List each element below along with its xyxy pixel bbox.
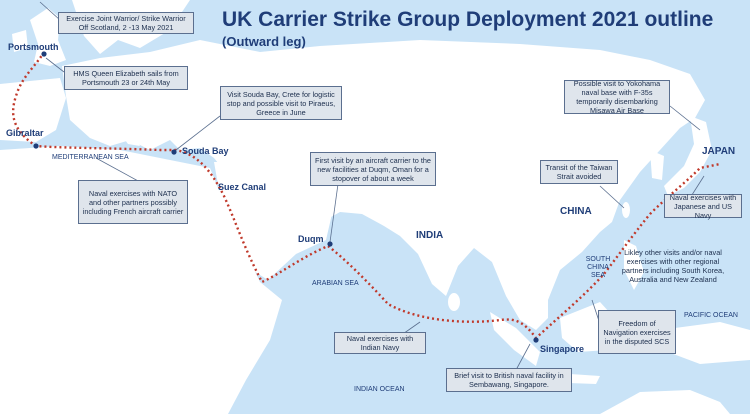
callout-other-visits: Likley other visits and/or naval exercis…: [621, 248, 725, 284]
land-italy: [104, 102, 140, 146]
dot-portsmouth: [41, 51, 47, 57]
callout-indian-navy: Naval exercises with Indian Navy: [334, 332, 426, 354]
map-subtitle: (Outward leg): [222, 34, 306, 49]
land-sri-lanka: [448, 293, 460, 311]
land-new-guinea: [660, 322, 750, 364]
label-pacific-ocean: PACIFIC OCEAN: [684, 312, 738, 319]
port-markers: [33, 51, 539, 343]
land-africa: [0, 146, 282, 414]
callout-taiwan-strait: Transit of the Taiwan Strait avoided: [540, 160, 618, 184]
dot-souda-bay: [171, 149, 177, 155]
callout-yokohama: Possible visit to Yokohama naval base wi…: [564, 79, 670, 115]
label-japan: JAPAN: [702, 146, 736, 157]
label-gibraltar: Gibraltar: [6, 128, 44, 138]
map-title: UK Carrier Strike Group Deployment 2021 …: [222, 8, 714, 31]
label-souda-bay: Souda Bay: [182, 146, 229, 156]
leader-lines: [39, 1, 705, 371]
land-korea: [650, 150, 664, 180]
land-philippines: [624, 240, 644, 290]
callout-duqm: First visit by an aircraft carrier to th…: [310, 152, 436, 186]
callout-sembawang: Brief visit to British naval facility in…: [446, 368, 572, 392]
land-ireland: [12, 30, 28, 52]
land-japan: [664, 116, 712, 196]
label-south-china-sea: SOUTH CHINA SEA: [585, 256, 611, 279]
callout-souda-bay: Visit Souda Bay, Crete for logistic stop…: [220, 86, 342, 120]
callout-nato-exercises: Naval exercises with NATO and other part…: [78, 180, 188, 224]
land-australia: [600, 390, 730, 414]
callout-japanese-us-navy: Naval exercises with Japanese and US Nav…: [664, 193, 742, 220]
label-arabian-sea: ARABIAN SEA: [312, 280, 359, 287]
label-duqm: Duqm: [298, 234, 324, 244]
callout-joint-warrior: Exercise Joint Warrior/ Strike Warrior O…: [58, 12, 194, 34]
label-indian-ocean: INDIAN OCEAN: [354, 386, 405, 393]
label-india: INDIA: [416, 230, 444, 241]
label-suez-canal: Suez Canal: [218, 182, 267, 192]
dot-gibraltar: [33, 143, 39, 149]
label-singapore: Singapore: [540, 344, 585, 354]
label-mediterranean-sea: MEDITERRANEAN SEA: [52, 154, 129, 161]
land-malay-peninsula: [502, 258, 536, 326]
land-sumatra: [490, 312, 540, 366]
dot-duqm: [327, 241, 333, 247]
callout-freedom-of-navigation: Freedom of Navigation exercises in the d…: [598, 310, 676, 354]
callout-hms-queen-elizabeth: HMS Queen Elizabeth sails from Portsmout…: [64, 66, 188, 90]
dot-singapore: [533, 337, 539, 343]
land-taiwan: [622, 202, 630, 218]
label-china: CHINA: [560, 206, 592, 217]
label-portsmouth: Portsmouth: [8, 42, 59, 52]
land-uk: [30, 8, 66, 66]
